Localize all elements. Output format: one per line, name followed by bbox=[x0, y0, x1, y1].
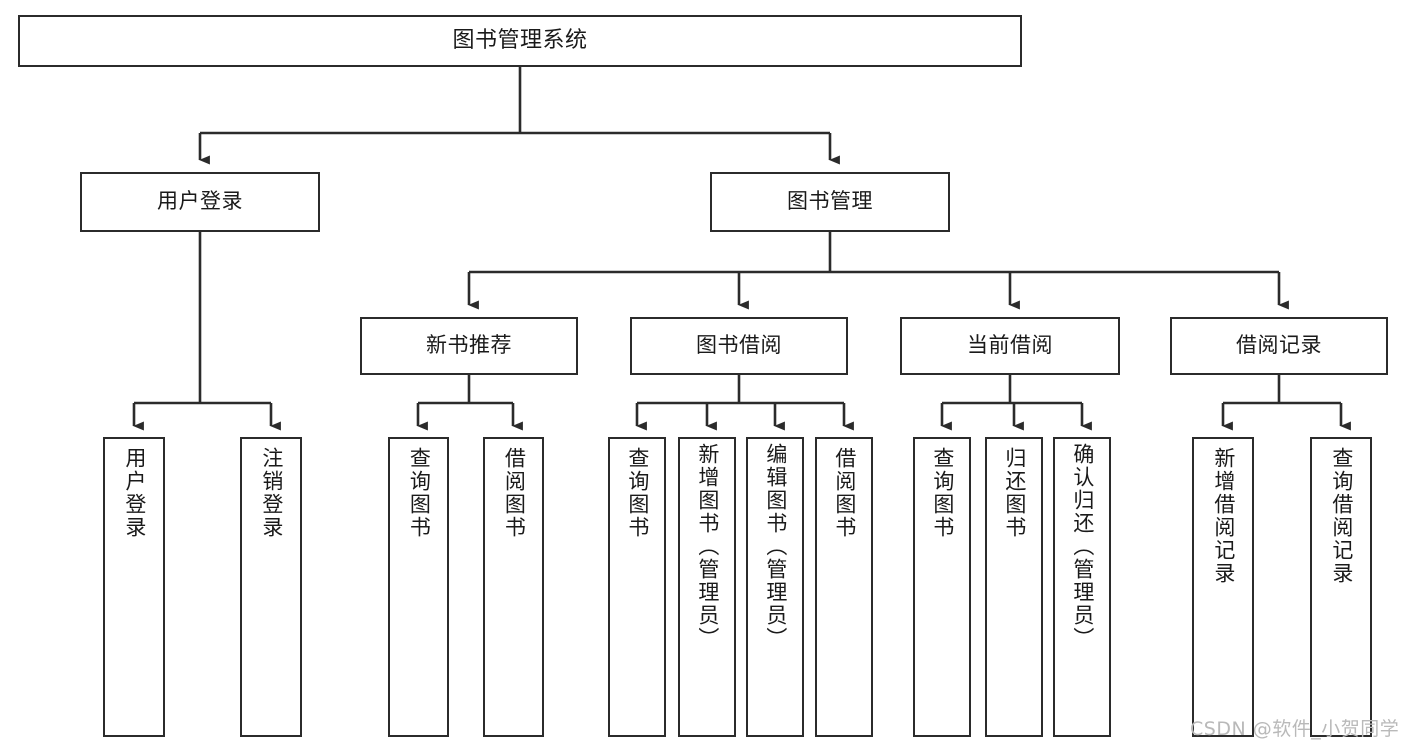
node-leaf-query-book-bor[interactable]: 查询图书 bbox=[608, 437, 666, 737]
node-leaf-confirm-return-label: 确认归还（管理员） bbox=[1070, 443, 1095, 650]
node-leaf-query-book-rec-label: 查询图书 bbox=[407, 447, 432, 539]
node-leaf-add-book-label: 新增图书（管理员） bbox=[695, 443, 720, 650]
node-current-borrow[interactable]: 当前借阅 bbox=[900, 317, 1120, 375]
node-borrow-record-label: 借阅记录 bbox=[1236, 333, 1322, 358]
node-leaf-borrow-book-bor-label: 借阅图书 bbox=[832, 447, 857, 539]
node-leaf-borrow-book-rec[interactable]: 借阅图书 bbox=[483, 437, 544, 737]
csdn-watermark: CSDN @软件_小贺同学 bbox=[1190, 718, 1400, 740]
node-leaf-query-book-cur-label: 查询图书 bbox=[930, 447, 955, 539]
node-leaf-confirm-return[interactable]: 确认归还（管理员） bbox=[1053, 437, 1111, 737]
node-leaf-query-record-label: 查询借阅记录 bbox=[1329, 447, 1354, 585]
node-leaf-logout[interactable]: 注销登录 bbox=[240, 437, 302, 737]
node-leaf-borrow-book-bor[interactable]: 借阅图书 bbox=[815, 437, 873, 737]
node-leaf-query-book-rec[interactable]: 查询图书 bbox=[388, 437, 449, 737]
node-user-login-label: 用户登录 bbox=[157, 189, 243, 214]
node-leaf-query-book-cur[interactable]: 查询图书 bbox=[913, 437, 971, 737]
node-new-book-recommend[interactable]: 新书推荐 bbox=[360, 317, 578, 375]
node-leaf-borrow-book-rec-label: 借阅图书 bbox=[502, 447, 527, 539]
node-book-borrow[interactable]: 图书借阅 bbox=[630, 317, 848, 375]
node-book-borrow-label: 图书借阅 bbox=[696, 333, 782, 358]
node-book-manage-label: 图书管理 bbox=[787, 189, 873, 214]
node-user-login[interactable]: 用户登录 bbox=[80, 172, 320, 232]
node-borrow-record[interactable]: 借阅记录 bbox=[1170, 317, 1388, 375]
node-leaf-edit-book-label: 编辑图书（管理员） bbox=[763, 443, 788, 650]
node-leaf-add-record-label: 新增借阅记录 bbox=[1211, 447, 1236, 585]
node-root[interactable]: 图书管理系统 bbox=[18, 15, 1022, 67]
node-current-borrow-label: 当前借阅 bbox=[967, 333, 1053, 358]
node-root-label: 图书管理系统 bbox=[452, 27, 588, 53]
node-leaf-add-record[interactable]: 新增借阅记录 bbox=[1192, 437, 1254, 737]
node-leaf-user-login-label: 用户登录 bbox=[122, 447, 147, 539]
node-book-manage[interactable]: 图书管理 bbox=[710, 172, 950, 232]
node-leaf-user-login[interactable]: 用户登录 bbox=[103, 437, 165, 737]
node-leaf-query-book-bor-label: 查询图书 bbox=[625, 447, 650, 539]
node-leaf-return-book-label: 归还图书 bbox=[1002, 447, 1027, 539]
node-leaf-logout-label: 注销登录 bbox=[259, 447, 284, 539]
node-new-book-recommend-label: 新书推荐 bbox=[426, 333, 512, 358]
node-leaf-edit-book[interactable]: 编辑图书（管理员） bbox=[746, 437, 804, 737]
node-leaf-add-book[interactable]: 新增图书（管理员） bbox=[678, 437, 736, 737]
node-leaf-query-record[interactable]: 查询借阅记录 bbox=[1310, 437, 1372, 737]
node-leaf-return-book[interactable]: 归还图书 bbox=[985, 437, 1043, 737]
